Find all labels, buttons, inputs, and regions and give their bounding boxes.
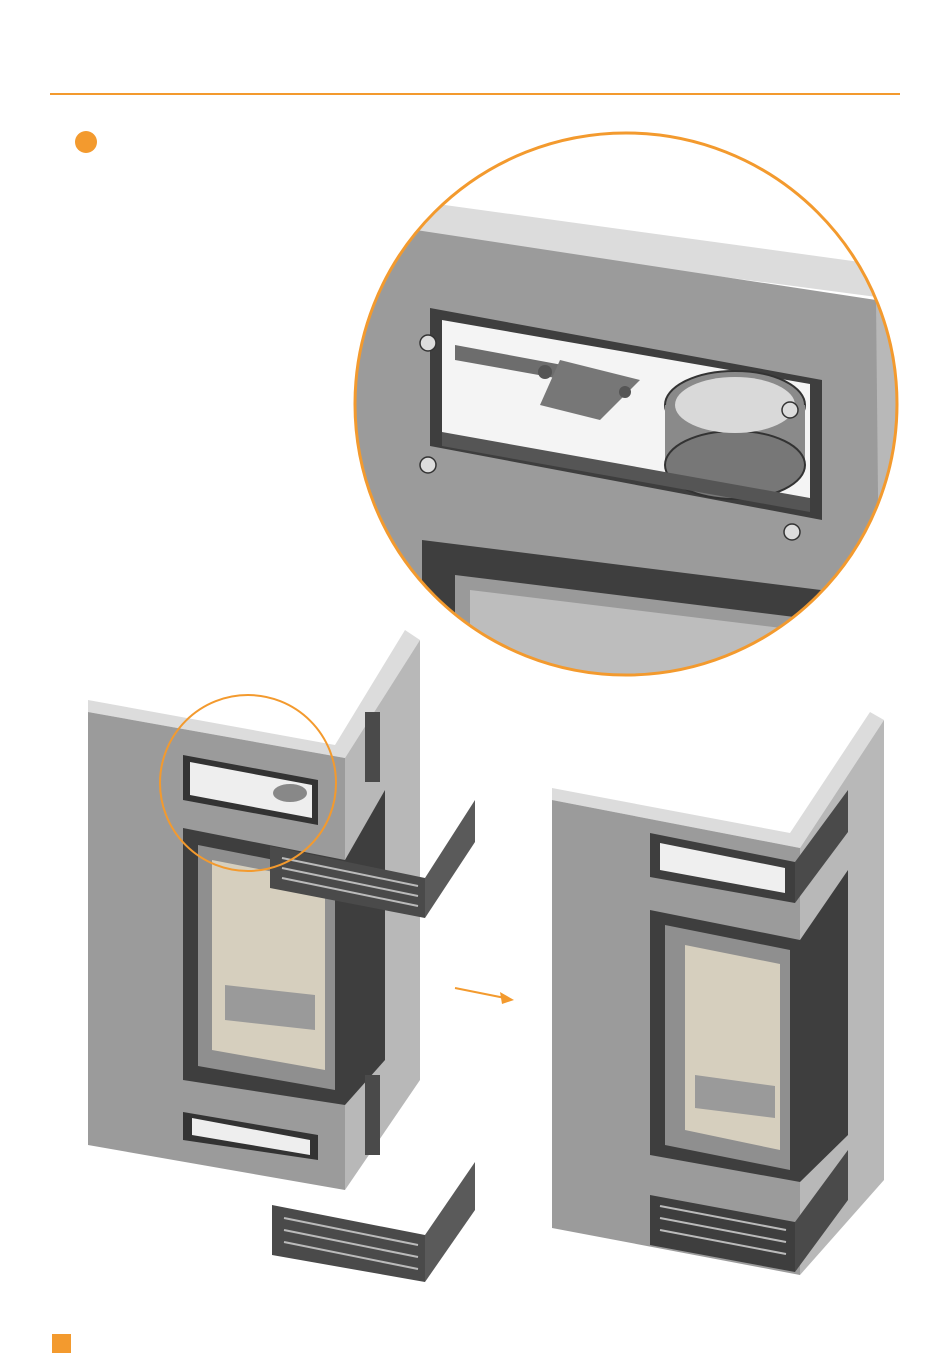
before-view	[88, 630, 475, 1282]
right-arrow-icon	[455, 988, 514, 1004]
page-marker-icon	[52, 1334, 71, 1353]
after-view	[552, 712, 884, 1275]
